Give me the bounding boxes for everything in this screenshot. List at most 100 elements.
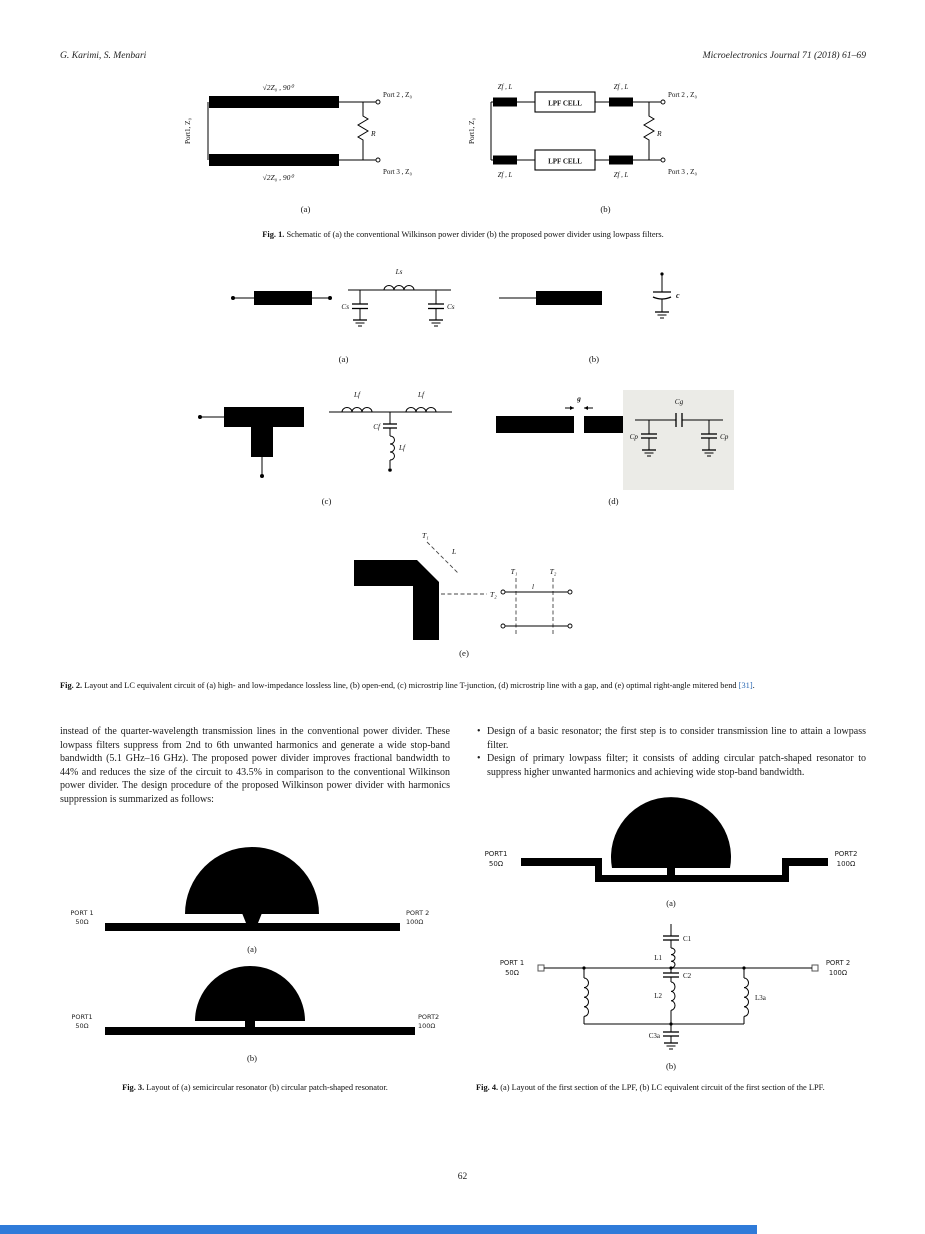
label-L1: L1 — [654, 954, 662, 962]
fig1a-port3-label: Port 3 , Z₀ — [383, 168, 412, 176]
label-Cs-right: Cs — [447, 303, 455, 311]
inductor-Lf1 — [341, 407, 373, 413]
authors: G. Karimi, S. Menbari — [60, 50, 147, 61]
fig4a-shapes — [521, 797, 828, 883]
fig1b-shapes — [490, 91, 666, 171]
inductor-L2 — [670, 981, 676, 1012]
fig1a-port1-label: Port1, Z₀ — [184, 117, 192, 144]
label-T2: T₂ — [490, 590, 497, 599]
fig2d-diagram: g Cg Cp Cp — [496, 390, 734, 490]
two-column-body: instead of the quarter-wavelength transm… — [60, 725, 866, 1094]
label-Ls: Ls — [395, 268, 403, 276]
figure-3: PORT 1 50Ω PORT 2 100Ω (a) PORT1 50Ω POR… — [60, 828, 450, 1093]
fig2a-diagram: Ls Cs Cs — [231, 268, 455, 327]
label-C2: C2 — [683, 972, 692, 980]
fig2e-label: (e) — [459, 648, 469, 658]
design-steps-list: Design of a basic resonator; the first s… — [476, 725, 866, 779]
fig4a-port1-impedance: 50Ω — [489, 860, 504, 868]
journal-citation: Microelectronics Journal 71 (2018) 61–69 — [702, 50, 866, 61]
f2d-label: (d) — [608, 496, 619, 506]
label-c: c — [676, 291, 680, 300]
fig1a: Port1, Z₀ √2Z₀ , 90⁰ √2Z₀ , 90⁰ R Port 2… — [178, 76, 433, 214]
fig3b-label: (b) — [247, 1053, 257, 1063]
fig1b-port2-label: Port 2 , Z₀ — [668, 91, 697, 99]
fig1b-resistor-label: R — [656, 129, 662, 138]
fig1a-label: (a) — [300, 204, 311, 214]
left-column: instead of the quarter-wavelength transm… — [60, 725, 450, 1094]
running-head: G. Karimi, S. Menbari Microelectronics J… — [60, 50, 866, 61]
fig2a-microstrip — [231, 291, 332, 305]
label-L3a: L3a — [755, 994, 767, 1002]
fig3a-layout — [105, 846, 400, 931]
figure-4: PORT1 50Ω PORT2 100Ω (a) — [476, 794, 866, 1093]
fig3a-label: (a) — [247, 944, 257, 954]
fig1-caption-text: Schematic of (a) the conventional Wilkin… — [284, 230, 664, 239]
resistor-symbol — [643, 102, 655, 160]
fig3b-port1-name: PORT1 — [71, 1013, 92, 1021]
fig2b-circuit — [652, 272, 672, 319]
fig1b-lpf-top-label: LPF CELL — [548, 100, 582, 108]
fig2e-circuit — [500, 578, 573, 636]
fig2-caption: Fig. 2. Layout and LC equivalent circuit… — [60, 680, 866, 691]
list-item: Design of a basic resonator; the first s… — [476, 725, 866, 752]
fig3b-port1-impedance: 50Ω — [75, 1022, 88, 1030]
label-T1-circuit: T₁ — [511, 567, 518, 576]
fig4a-port2-impedance: 100Ω — [837, 860, 856, 868]
fig2c-diagram: Lf Lf Cf Lf — [198, 391, 452, 478]
fig4-caption: Fig. 4. (a) Layout of the first section … — [476, 1082, 866, 1093]
bottom-bar — [0, 1225, 757, 1234]
fig3a-port1-name: PORT 1 — [70, 909, 93, 917]
fig1b-schematic: Port1, Z₀ Zf , L — [468, 84, 697, 179]
fig2b-diagram: c — [499, 272, 680, 319]
fig2-row1: Ls Cs Cs (a) — [168, 260, 760, 364]
label-C3a: C3a — [649, 1032, 661, 1040]
fig1a-bottom-line-label: √2Z₀ , 90⁰ — [263, 173, 295, 182]
fig1a-schematic: Port1, Z₀ √2Z₀ , 90⁰ √2Z₀ , 90⁰ R Port 2… — [184, 83, 412, 182]
fig3a-port2-impedance: 100Ω — [406, 918, 423, 926]
label-Cf: Cf — [373, 423, 381, 431]
fig1a-resistor-label: R — [370, 129, 376, 138]
fig1b-label: (b) — [600, 204, 611, 214]
fig3b-layout — [105, 965, 415, 1035]
page-number: 62 — [457, 1172, 468, 1182]
inductor-L1 — [670, 947, 676, 969]
fig4a-port1-name: PORT1 — [485, 850, 508, 858]
fig2c-label: (c) — [321, 496, 332, 506]
fig4a-port2-name: PORT2 — [835, 850, 858, 858]
fig2-row2: Lf Lf Cf Lf (c) — [168, 386, 760, 506]
fig3-caption-number: Fig. 3. — [122, 1082, 145, 1092]
fig3a-port2-name: PORT 2 — [406, 909, 429, 917]
fig4a-layout: PORT1 50Ω PORT2 100Ω (a) — [485, 797, 858, 908]
fig2-caption-text: Layout and LC equivalent circuit of (a) … — [82, 681, 739, 690]
fig2c: Lf Lf Cf Lf (c) — [194, 386, 459, 506]
fig3-caption: Fig. 3. Layout of (a) semicircular reson… — [122, 1082, 388, 1093]
fig2d-circuit — [623, 390, 734, 490]
fig3b-port2-impedance: 100Ω — [418, 1022, 435, 1030]
label-Cs-left: Cs — [341, 303, 349, 311]
fig4-caption-text: (a) Layout of the first section of the L… — [498, 1083, 825, 1093]
inductor-Ls — [383, 285, 415, 291]
fig3-diagram: PORT 1 50Ω PORT 2 100Ω (a) PORT1 50Ω POR… — [70, 846, 439, 1063]
inductor-Lf3 — [389, 435, 395, 461]
label-l: l — [532, 583, 534, 591]
fig4b-port1-impedance: 50Ω — [505, 969, 519, 977]
citation-31[interactable]: [31] — [738, 681, 753, 690]
figure-1: Port1, Z₀ √2Z₀ , 90⁰ √2Z₀ , 90⁰ R Port 2… — [60, 76, 866, 214]
fig1b-port1-label: Port1, Z₀ — [468, 117, 476, 144]
fig1b-lpf-bottom-label: LPF CELL — [548, 158, 582, 166]
inductor-L3a — [743, 977, 749, 1018]
list-item: Design of primary lowpass filter; it con… — [476, 752, 866, 779]
fig4a-label: (a) — [666, 898, 676, 908]
fig1b-seg1-label: Zf , L — [498, 84, 513, 91]
fig1b-seg3-label: Zf , L — [498, 172, 513, 179]
label-L2: L2 — [654, 992, 662, 1000]
fig1b: Port1, Z₀ Zf , L — [463, 76, 748, 214]
label-C1: C1 — [683, 935, 692, 943]
fig3a-port1-impedance: 50Ω — [75, 918, 88, 926]
fig2e-diagram: T₁ L T₂ T₁ T₂ l — [354, 531, 573, 640]
fig2a-circuit — [348, 285, 451, 327]
fig2-caption-period: . — [752, 681, 755, 690]
fig2c-microstrip — [198, 407, 304, 478]
fig4b-port1-name: PORT 1 — [500, 959, 524, 967]
